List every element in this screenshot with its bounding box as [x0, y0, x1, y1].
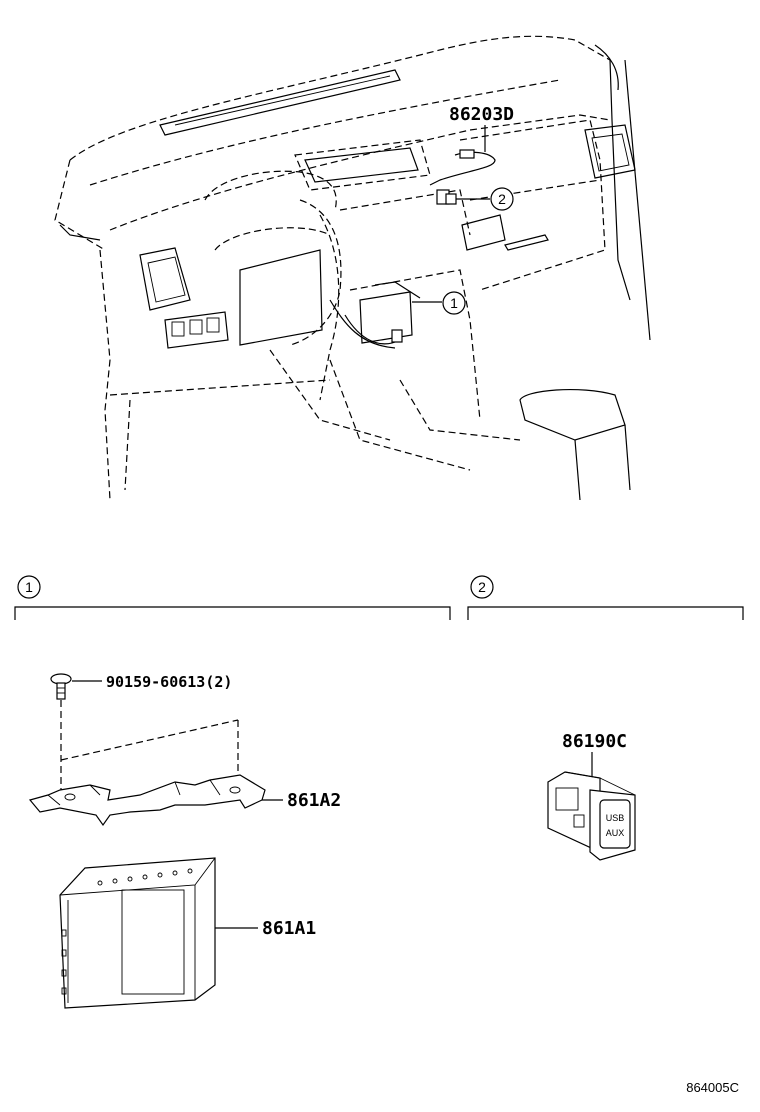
section-marker-1-number: 1 — [25, 579, 33, 595]
unit-861A1 — [59, 857, 216, 1009]
section-2-bracket-line — [467, 606, 744, 620]
jack-text-usb: USB — [606, 813, 625, 823]
section-marker-2 — [470, 575, 494, 599]
callout-circle-2 — [490, 187, 514, 211]
usb-aux-jack — [547, 771, 636, 861]
section-2: 2 86190C USB AUX — [467, 575, 744, 861]
callout-number-2: 2 — [498, 191, 506, 207]
dashboard-illustration — [54, 35, 651, 501]
part-label-bolt: 90159-60613(2) — [106, 673, 232, 691]
bracket-861A2 — [28, 774, 266, 827]
section-1-bracket-line — [14, 606, 451, 620]
bolt-icon — [50, 673, 72, 700]
callout-number-1: 1 — [450, 295, 458, 311]
jack-text-aux: AUX — [606, 828, 625, 838]
part-label-bracket: 861A2 — [287, 790, 341, 811]
section-marker-1 — [17, 575, 41, 599]
part-label-jack: 86190C — [562, 731, 627, 752]
section-1: 1 90159-60613(2) 861A2 — [14, 575, 451, 1009]
section-marker-2-number: 2 — [478, 579, 486, 595]
callout-circle-1 — [442, 291, 466, 315]
illustration-code: 864005C — [686, 1080, 739, 1095]
part-label-86203D: 86203D — [449, 104, 514, 125]
part-label-unit: 861A1 — [262, 918, 316, 939]
